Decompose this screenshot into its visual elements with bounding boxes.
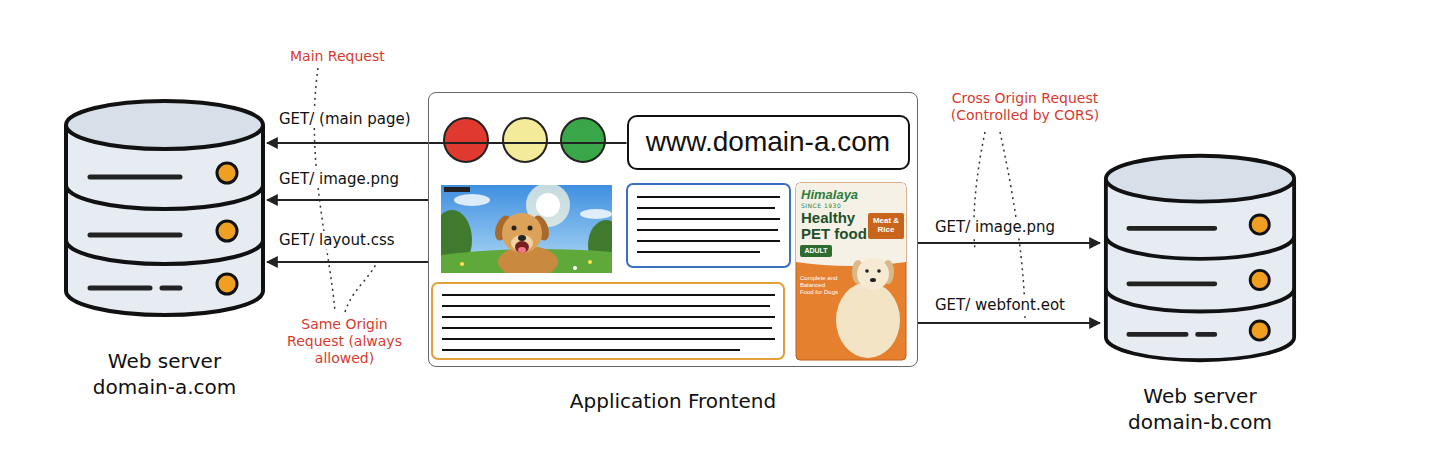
product-text: ADULT <box>800 247 832 255</box>
annotation: Main Request <box>290 47 420 65</box>
puppy-nose <box>518 235 526 241</box>
web-server: Web server domain-b.com <box>1100 150 1300 365</box>
brand-logo: Himalaya <box>801 186 881 203</box>
web-server: Web server domain-a.com <box>62 95 267 320</box>
dotted-pointer <box>345 264 376 312</box>
edge-label: GET/ image.png <box>932 218 1058 236</box>
request-arrow <box>267 261 428 263</box>
request-arrow <box>918 322 1100 324</box>
product-text: Complete and Balanced Food for Dogs <box>800 275 840 296</box>
dog-eye <box>877 269 881 273</box>
photo-tag <box>444 187 470 192</box>
red-light <box>444 118 488 162</box>
puppy-eye <box>528 226 533 231</box>
cloud <box>580 209 612 219</box>
request-arrow <box>918 242 1100 244</box>
product-text: Meat & Rice <box>869 216 903 234</box>
puppy-eye <box>512 226 517 231</box>
bag-top <box>796 183 906 266</box>
node-label: Web server domain-a.com <box>75 348 255 400</box>
puppy-mouth <box>515 241 529 253</box>
puppy-head <box>502 213 542 253</box>
text-lines <box>637 197 780 252</box>
text-block <box>627 184 790 267</box>
sun <box>536 193 560 217</box>
dog-head <box>857 258 889 290</box>
request-arrow <box>267 142 627 144</box>
flower <box>588 260 592 264</box>
text-lines <box>442 295 775 350</box>
dotted-pointer <box>314 68 1025 320</box>
dotted-pointer <box>314 68 335 312</box>
edge-label: GET/ (main page) <box>276 110 414 128</box>
server-icon <box>66 101 263 315</box>
bag <box>796 183 906 360</box>
flower <box>573 266 577 270</box>
edge-label: GET/ layout.css <box>276 231 398 249</box>
node-label: Web server domain-b.com <box>1110 383 1290 435</box>
node-label: Application Frontend <box>523 388 823 414</box>
adult-tag <box>800 245 832 257</box>
annotation: Cross Origin Request (Controlled by CORS… <box>930 90 1120 124</box>
request-arrow <box>267 199 428 201</box>
content-box <box>432 283 784 359</box>
flower <box>460 262 464 266</box>
puppy-tongue <box>518 247 526 253</box>
green-light <box>561 118 605 162</box>
annotation: Same Origin Request (always allowed) <box>282 316 407 367</box>
pet-food-bag <box>796 183 906 360</box>
flavour-tag <box>868 213 904 239</box>
dog-eye <box>865 269 869 273</box>
puppy-photo <box>441 185 612 273</box>
content-box <box>627 184 790 267</box>
yellow-light <box>503 118 547 162</box>
traffic-lights <box>444 118 605 162</box>
product-name: Healthy PET food <box>801 210 869 242</box>
edge-label: GET/ webfont.eot <box>932 296 1068 314</box>
node-label: www.domain-a.com <box>646 125 890 159</box>
url-bar: www.domain-a.com <box>627 115 910 170</box>
dog-nose <box>870 278 876 282</box>
server-icon <box>1106 156 1294 360</box>
text-block <box>432 283 784 359</box>
edge-label: GET/ image.png <box>276 170 402 188</box>
dog-body <box>836 282 900 358</box>
product-text: SINCE 1930 <box>801 202 863 209</box>
cloud <box>454 194 490 206</box>
